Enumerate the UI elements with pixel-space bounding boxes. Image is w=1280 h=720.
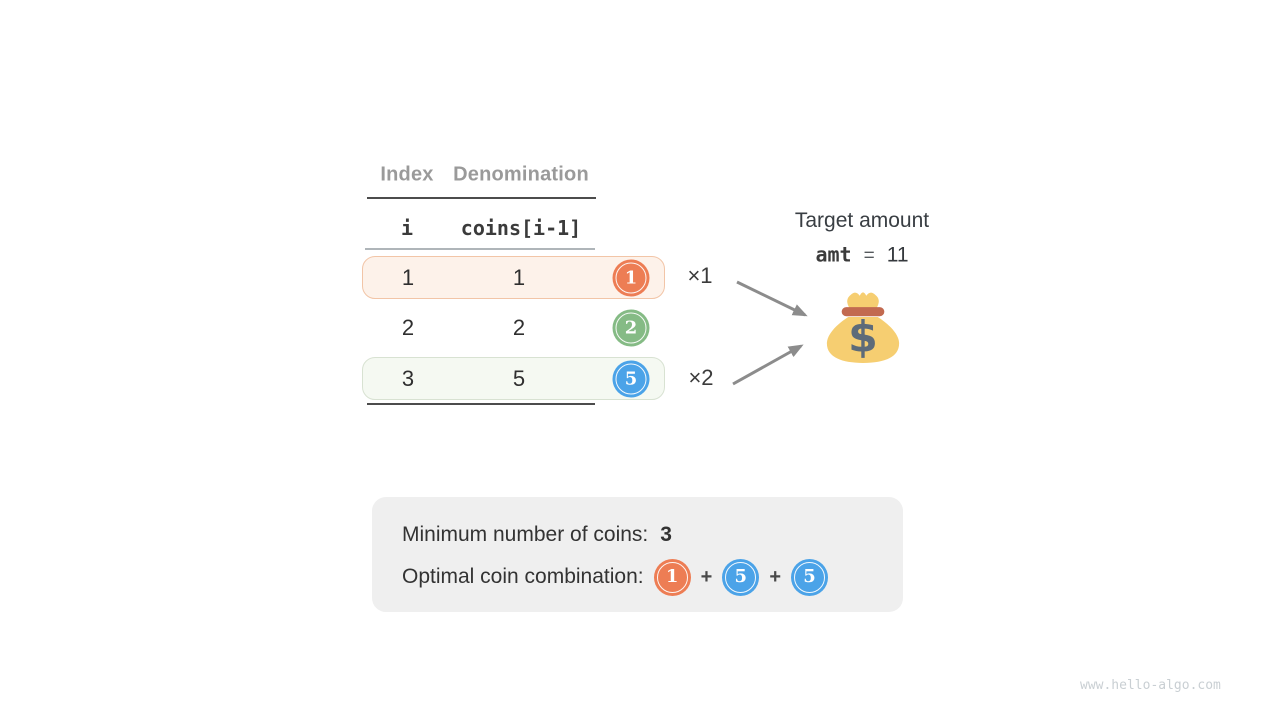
row3-denomination: 5 [512, 366, 526, 391]
multiplier-times2: ×2 [688, 365, 714, 390]
var-header-coins: coins[i-1] [460, 216, 582, 240]
coin-value: 1 [665, 566, 679, 587]
optimal-combination-label: Optimal coin combination: [402, 565, 644, 588]
plus-sign: + [769, 565, 781, 588]
multiplier-times1: ×1 [687, 263, 713, 288]
combo-coin-5a-icon: 5 [722, 558, 760, 596]
coin-value: 5 [624, 368, 638, 389]
target-amount-title: Target amount [794, 209, 930, 232]
money-bag-body [826, 317, 900, 363]
row2-coin-wrap: 2 [612, 309, 650, 347]
summary-min-coins-row: Minimum number of coins: 3 [402, 521, 672, 548]
row3-coin-wrap: 5 [612, 360, 650, 398]
target-amount-equation: amt = 11 [815, 243, 908, 268]
table-header-rule [367, 197, 596, 199]
coin-value: 1 [624, 267, 638, 288]
summary-combination-row: Optimal coin combination: 1 + 5 + 5 [402, 558, 828, 596]
target-var-name: amt [815, 242, 852, 267]
var-header-i: i [400, 216, 414, 240]
coin-value: 5 [734, 566, 748, 587]
plus-sign: + [700, 565, 713, 588]
row1-denomination: 1 [512, 265, 526, 290]
coin-2-icon: 2 [612, 309, 650, 347]
coin-5-icon: 5 [612, 360, 650, 398]
money-bag-knot [847, 292, 879, 309]
min-coins-value: 3 [660, 522, 672, 546]
row3-index: 3 [401, 366, 415, 391]
coin-value: 5 [803, 566, 816, 587]
arrow-times1-icon [736, 280, 808, 317]
row1-coin-wrap: 1 [612, 259, 650, 297]
coin-value: 2 [624, 317, 638, 338]
equals-sign: = [863, 245, 875, 267]
money-bag-band [841, 307, 885, 317]
target-value: 11 [886, 243, 909, 267]
coin-1-icon: 1 [612, 259, 650, 297]
combo-coin-5b-icon: 5 [791, 558, 828, 596]
money-bag-dollar: $ [848, 312, 878, 362]
table-mid-rule [365, 248, 595, 250]
combo-coin-1-icon: 1 [653, 558, 691, 596]
table-bottom-rule [367, 403, 595, 405]
column-header-index: Index [380, 163, 434, 186]
row2-index: 2 [401, 315, 415, 340]
row2-denomination: 2 [512, 315, 526, 340]
min-coins-label: Minimum number of coins: [402, 522, 649, 546]
arrow-times2-icon [732, 344, 804, 386]
watermark: www.hello-algo.com [1080, 678, 1221, 693]
row1-index: 1 [401, 265, 415, 290]
money-bag-icon: $ [826, 292, 900, 363]
column-header-denomination: Denomination [453, 163, 589, 186]
